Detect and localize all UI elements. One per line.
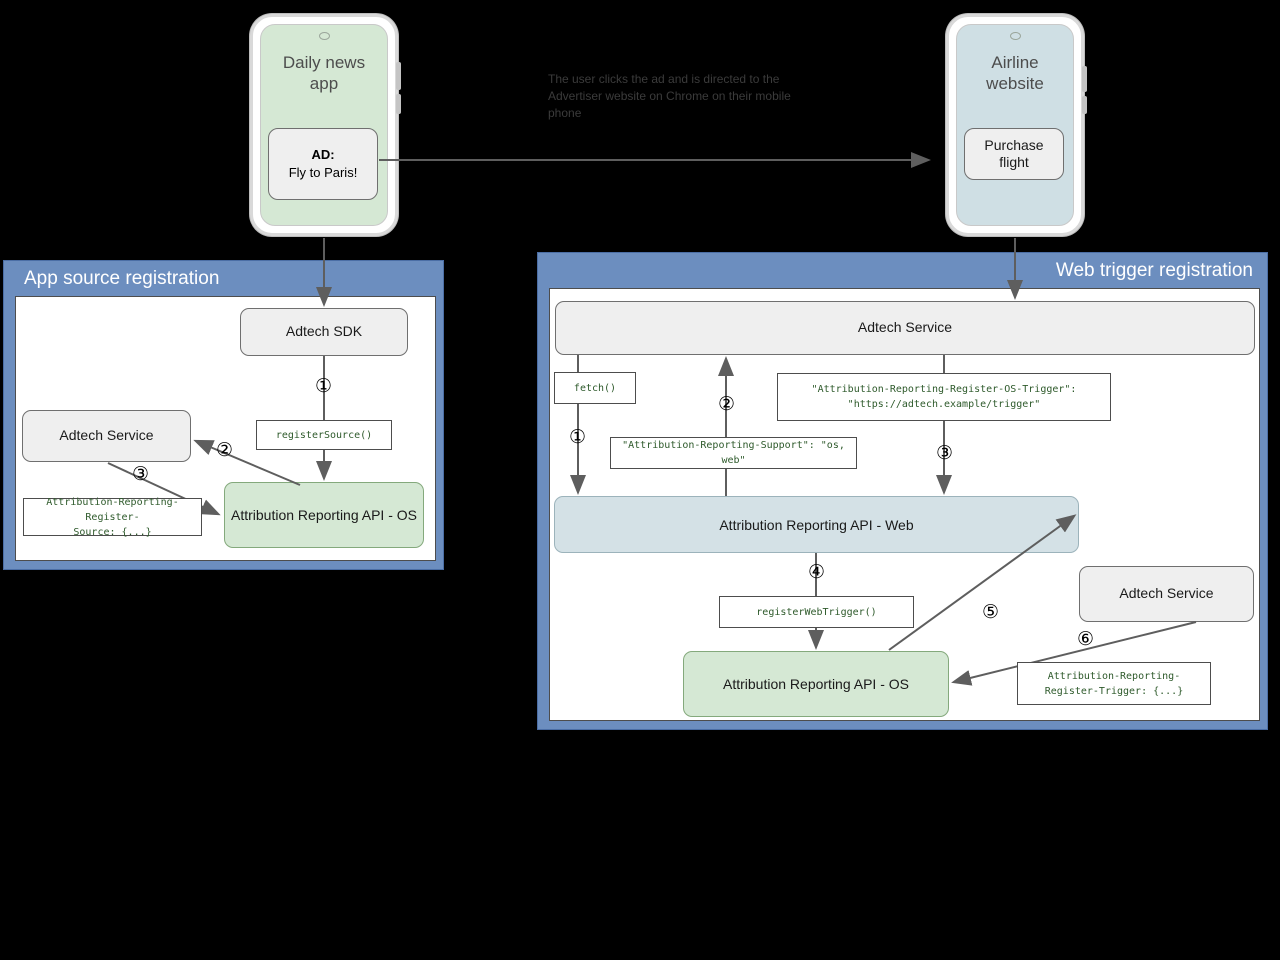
app-register-source-header: Attribution-Reporting-Register- Source: … bbox=[23, 497, 202, 538]
purchase-flight-button[interactable]: Purchase flight bbox=[964, 128, 1064, 180]
step-number-web-1: ① bbox=[569, 426, 587, 448]
step-number-web-2: ② bbox=[718, 393, 736, 415]
app-adtech-service-box: Adtech Service bbox=[22, 410, 191, 462]
ad-banner-fly-to-paris[interactable]: AD: Fly to Paris! bbox=[268, 128, 378, 200]
app-adtech-sdk-box: Adtech SDK bbox=[240, 308, 408, 356]
flow-caption: The user clicks the ad and is directed t… bbox=[548, 72, 791, 121]
web-fetch-call: fetch() bbox=[554, 372, 636, 404]
web-attribution-api-os-box: Attribution Reporting API - OS bbox=[683, 651, 949, 717]
step-number-app-2: ② bbox=[216, 439, 234, 461]
camera-icon bbox=[318, 32, 330, 40]
step-number-web-3: ③ bbox=[936, 442, 954, 464]
phone-left-side-button-2 bbox=[396, 94, 401, 114]
ad-label: AD: bbox=[311, 147, 335, 163]
app-attribution-api-os-box: Attribution Reporting API - OS bbox=[224, 482, 424, 548]
web-adtech-service-top-box: Adtech Service bbox=[555, 301, 1255, 355]
step-number-web-4: ④ bbox=[808, 561, 826, 583]
phone-right-side-button-1 bbox=[1082, 66, 1087, 92]
ad-copy: Fly to Paris! bbox=[288, 165, 358, 180]
phone-left-side-button-1 bbox=[396, 62, 401, 90]
step-number-app-1: ① bbox=[315, 375, 333, 397]
app-panel-title: App source registration bbox=[24, 268, 220, 289]
web-adtech-service-bottom-box: Adtech Service bbox=[1079, 566, 1254, 622]
app-register-source-call: registerSource() bbox=[256, 420, 392, 450]
step-number-web-6: ⑥ bbox=[1077, 628, 1095, 650]
web-register-web-trigger-call: registerWebTrigger() bbox=[719, 596, 914, 628]
web-os-trigger-header: "Attribution-Reporting-Register-OS-Trigg… bbox=[777, 373, 1111, 421]
web-panel-title: Web trigger registration bbox=[1055, 260, 1253, 281]
web-support-header: "Attribution-Reporting-Support": "os, we… bbox=[610, 437, 857, 469]
web-register-trigger-header: Attribution-Reporting- Register-Trigger:… bbox=[1017, 662, 1211, 705]
web-attribution-api-web-box: Attribution Reporting API - Web bbox=[554, 496, 1079, 553]
phone-right-side-button-2 bbox=[1082, 96, 1087, 114]
phone-daily-news-app: Daily news app bbox=[250, 14, 398, 236]
step-number-app-3: ③ bbox=[132, 463, 150, 485]
phone-screen-right: Airline website bbox=[956, 24, 1074, 226]
step-number-web-5: ⑤ bbox=[982, 601, 1000, 623]
daily-news-app-title: Daily news app bbox=[282, 53, 366, 94]
airline-website-title: Airline website bbox=[986, 53, 1044, 94]
phone-airline-website: Airline website bbox=[946, 14, 1084, 236]
camera-icon bbox=[1009, 32, 1021, 40]
